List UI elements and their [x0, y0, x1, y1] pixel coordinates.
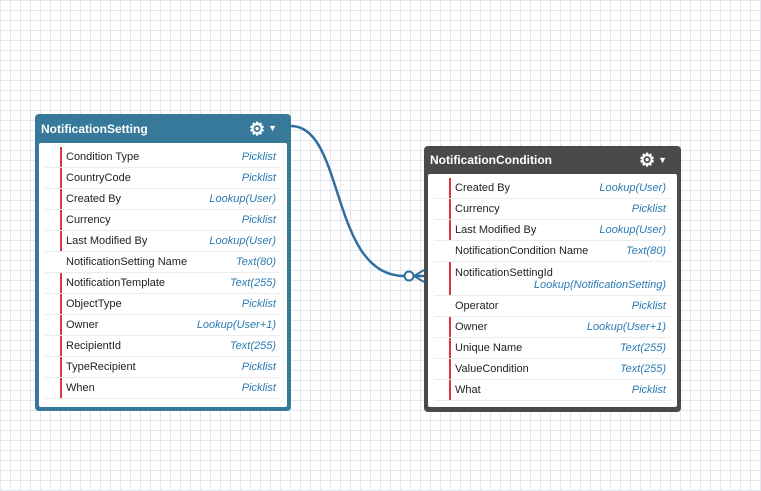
field-row[interactable]: NotificationCondition Name Text(80): [434, 241, 671, 262]
optional-marker: [403, 270, 415, 282]
field-row[interactable]: Condition Type Picklist: [45, 147, 281, 168]
field-row[interactable]: What Picklist: [434, 380, 671, 401]
field-type: Lookup(User): [209, 235, 276, 247]
field-row[interactable]: RecipientId Text(255): [45, 336, 281, 357]
field-name: Currency: [455, 203, 500, 215]
field-row[interactable]: TypeRecipient Picklist: [45, 357, 281, 378]
field-name: Created By: [66, 193, 122, 205]
field-type: Lookup(User+1): [586, 321, 666, 333]
field-type: Lookup(User): [599, 224, 666, 236]
field-type: Text(255): [229, 340, 276, 352]
field-row[interactable]: NotificationTemplate Text(255): [45, 273, 281, 294]
field-name: Condition Type: [66, 151, 140, 163]
field-row[interactable]: Unique Name Text(255): [434, 338, 671, 359]
field-name: Currency: [66, 214, 111, 226]
field-name: NotificationCondition Name: [455, 245, 589, 257]
field-type: Lookup(User): [209, 193, 276, 205]
field-name: RecipientId: [66, 340, 122, 352]
entity-title: NotificationCondition: [430, 153, 552, 167]
field-row[interactable]: Owner Lookup(User+1): [434, 317, 671, 338]
caret-down-icon[interactable]: ▼: [268, 123, 277, 133]
field-row[interactable]: Created By Lookup(User): [434, 178, 671, 199]
field-type: Picklist: [241, 214, 276, 226]
field-name: Last Modified By: [455, 224, 537, 236]
field-row[interactable]: Owner Lookup(User+1): [45, 315, 281, 336]
field-name: Owner: [455, 321, 488, 333]
field-row[interactable]: Operator Picklist: [434, 296, 671, 317]
field-type: Text(255): [229, 277, 276, 289]
field-type: Lookup(User): [599, 182, 666, 194]
field-type: Picklist: [631, 203, 666, 215]
field-name: ObjectType: [66, 298, 122, 310]
field-type: Picklist: [241, 151, 276, 163]
field-name: Created By: [455, 182, 511, 194]
field-type: Text(255): [619, 363, 666, 375]
field-name: CountryCode: [66, 172, 131, 184]
relationship-line: [290, 124, 424, 278]
gear-icon[interactable]: ⚙: [248, 118, 266, 139]
field-row[interactable]: When Picklist: [45, 378, 281, 399]
field-row[interactable]: Last Modified By Lookup(User): [434, 220, 671, 241]
field-name: Owner: [66, 319, 99, 331]
field-row[interactable]: ValueCondition Text(255): [434, 359, 671, 380]
field-name: Operator: [455, 300, 499, 312]
field-name: NotificationTemplate: [66, 277, 166, 289]
field-type: Text(255): [619, 342, 666, 354]
field-type: Picklist: [241, 172, 276, 184]
entity-menu-button[interactable]: ⚙ ▼: [249, 120, 277, 138]
field-type: Picklist: [631, 300, 666, 312]
field-name: TypeRecipient: [66, 361, 136, 373]
field-name: When: [66, 382, 95, 394]
field-row[interactable]: NotificationSetting Name Text(80): [45, 252, 281, 273]
crows-foot-marker: [413, 269, 425, 283]
field-type: Text(80): [236, 256, 276, 268]
gear-icon[interactable]: ⚙: [638, 150, 656, 170]
field-type: Picklist: [241, 361, 276, 373]
field-row[interactable]: Currency Picklist: [45, 210, 281, 231]
field-name: What: [455, 384, 481, 396]
field-type: Text(80): [626, 245, 666, 257]
entity-title: NotificationSetting: [41, 121, 148, 136]
field-name: Last Modified By: [66, 235, 148, 247]
field-row[interactable]: Created By Lookup(User): [45, 189, 281, 210]
field-row[interactable]: Last Modified By Lookup(User): [45, 231, 281, 252]
caret-down-icon[interactable]: ▼: [658, 154, 667, 165]
field-type: Picklist: [241, 382, 276, 394]
entity-menu-button[interactable]: ⚙ ▼: [639, 151, 667, 169]
field-type: Lookup(NotificationSetting): [533, 278, 666, 291]
field-row[interactable]: ObjectType Picklist: [45, 294, 281, 315]
field-row[interactable]: Currency Picklist: [434, 199, 671, 220]
field-type: Picklist: [631, 384, 666, 396]
entity-header[interactable]: NotificationSetting ⚙ ▼: [39, 114, 287, 143]
entity-notification-condition[interactable]: NotificationCondition ⚙ ▼ Created By Look…: [424, 146, 681, 412]
entity-header[interactable]: NotificationCondition ⚙ ▼: [428, 146, 677, 174]
field-row[interactable]: CountryCode Picklist: [45, 168, 281, 189]
field-name: NotificationSetting Name: [66, 256, 188, 268]
field-name: NotificationSettingId: [455, 266, 553, 279]
field-type: Lookup(User+1): [196, 319, 276, 331]
field-name: ValueCondition: [455, 363, 529, 375]
field-type: Picklist: [241, 298, 276, 310]
field-name: Unique Name: [455, 342, 523, 354]
